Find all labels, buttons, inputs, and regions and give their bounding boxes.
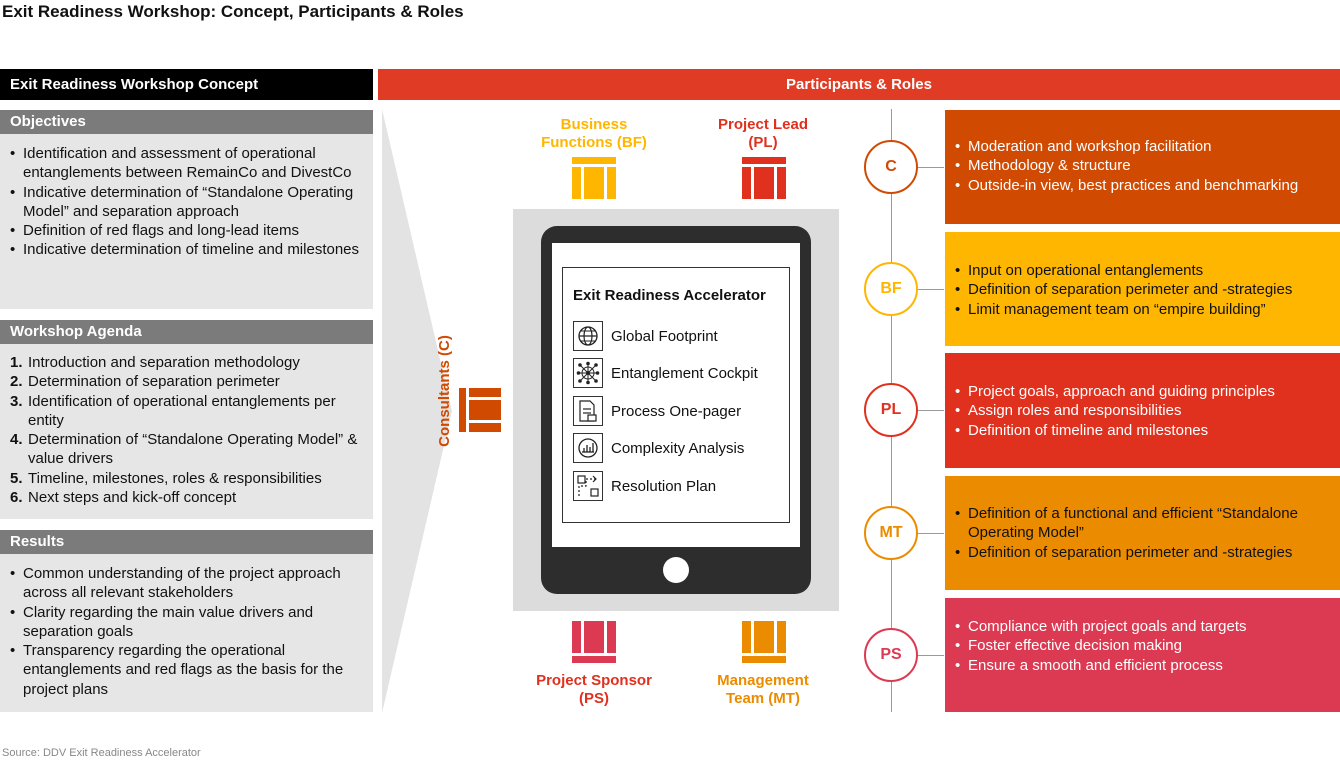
chart-analysis-icon [573,433,603,463]
participant-project-lead: Project Lead (PL) [717,116,809,151]
list-item: Project goals, approach and guiding prin… [955,382,1334,402]
list-item: Identification and assessment of operati… [10,144,363,183]
source-note: Source: DDV Exit Readiness Accelerator [2,747,201,759]
management-team-icon [742,621,786,663]
results-list: Common understanding of the project appr… [0,554,373,699]
project-lead-icon [742,157,786,199]
list-item: Moderation and workshop facilitation [955,137,1334,157]
business-functions-icon [572,157,616,199]
concept-header: Exit Readiness Workshop Concept [0,69,373,100]
item-number: 6. [10,489,23,507]
participant-project-sponsor: Project Sponsor (PS) [536,672,652,707]
list-item: Indicative determination of “Standalone … [10,183,363,222]
item-number: 1. [10,354,23,371]
accelerator-item-global-footprint: Global Footprint [573,321,718,351]
list-item: Definition of red flags and long-lead it… [10,221,363,241]
list-item: 3. Identification of operational entangle… [10,392,363,431]
accelerator-item-process-one-pager: Process One-pager [573,396,741,426]
globe-icon [573,321,603,351]
project-sponsor-icon [572,621,616,663]
accelerator-box [562,267,790,523]
list-item: Definition of separation perimeter and -… [955,543,1334,563]
list-item: Clarity regarding the main value drivers… [10,603,363,642]
item-number: 4. [10,431,23,449]
accelerator-item-label: Resolution Plan [611,477,717,495]
item-number: 2. [10,373,23,391]
objectives-header: Objectives [0,110,373,134]
path-plan-icon [573,471,603,501]
list-item: 1. Introduction and separation methodolog… [10,353,363,372]
agenda-section: 1. Introduction and separation methodolog… [0,344,373,519]
timeline-connector [918,533,944,534]
list-item: Indicative determination of timeline and… [10,240,363,260]
role-node-ps: PS [864,628,918,682]
accelerator-item-entanglement-cockpit: Entanglement Cockpit [573,358,758,388]
list-item: 5. Timeline, milestones, roles & responsi… [10,469,363,488]
role-box-mt: Definition of a functional and efficient… [945,476,1340,590]
item-text: Determination of “Standalone Operating M… [28,431,358,468]
timeline-connector [918,410,944,411]
list-item: 4. Determination of “Standalone Operating… [10,430,363,469]
item-text: Identification of operational entangleme… [28,392,336,429]
timeline-connector [918,289,944,290]
role-node-c: C [864,140,918,194]
role-box-bf: Input on operational entanglements Defin… [945,232,1340,346]
list-item: Input on operational entanglements [955,261,1334,281]
agenda-list: 1. Introduction and separation methodolog… [0,344,373,507]
accelerator-item-complexity-analysis: Complexity Analysis [573,433,744,463]
list-item: Assign roles and responsibilities [955,401,1334,421]
chevron-arrow-shape [382,109,452,713]
list-item: Foster effective decision making [955,636,1334,656]
list-item: Common understanding of the project appr… [10,564,363,603]
item-text: Determination of separation perimeter [28,373,280,391]
accelerator-item-label: Global Footprint [611,327,718,345]
list-item: Transparency regarding the operational e… [10,641,363,699]
participant-consultants: Consultants (C) [436,335,453,447]
list-item: Compliance with project goals and target… [955,617,1334,637]
list-item: Limit management team on “empire buildin… [955,300,1334,320]
objectives-list: Identification and assessment of operati… [0,134,373,260]
timeline-connector [918,655,944,656]
objectives-section: Identification and assessment of operati… [0,134,373,309]
results-header: Results [0,530,373,554]
role-box-pl: Project goals, approach and guiding prin… [945,353,1340,468]
list-item: 2. Determination of separation perimeter [10,372,363,391]
item-number: 5. [10,469,23,487]
list-item: 6. Next steps and kick-off concept [10,488,363,507]
network-icon [573,358,603,388]
accelerator-item-resolution-plan: Resolution Plan [573,471,716,501]
accelerator-item-label: Complexity Analysis [611,439,745,457]
accelerator-item-label: Process One-pager [611,402,742,420]
page-title: Exit Readiness Workshop: Concept, Partic… [2,2,464,21]
item-text: Next steps and kick-off concept [28,489,237,507]
list-item: Outside-in view, best practices and benc… [955,176,1334,196]
accelerator-item-label: Entanglement Cockpit [611,364,758,382]
role-node-pl: PL [864,383,918,437]
participant-management-team: Management Team (MT) [717,672,809,707]
document-process-icon [573,396,603,426]
role-box-c: Moderation and workshop facilitation Met… [945,110,1340,224]
consultants-icon [459,388,501,432]
list-item: Definition of timeline and milestones [955,421,1334,441]
participant-business-functions: Business Functions (BF) [541,116,647,151]
timeline-connector [918,167,944,168]
list-item: Definition of separation perimeter and -… [955,280,1334,300]
participants-header: Participants & Roles [378,69,1340,100]
list-item: Methodology & structure [955,156,1334,176]
item-number: 3. [10,392,23,410]
item-text: Timeline, milestones, roles & responsibi… [28,469,322,487]
item-text: Introduction and separation methodology [28,354,300,371]
tablet-home-button [663,557,689,583]
agenda-header: Workshop Agenda [0,320,373,344]
results-section: Common understanding of the project appr… [0,554,373,712]
role-node-bf: BF [864,262,918,316]
role-box-ps: Compliance with project goals and target… [945,598,1340,712]
accelerator-title: Exit Readiness Accelerator [573,287,766,304]
role-node-mt: MT [864,506,918,560]
list-item: Ensure a smooth and efficient process [955,656,1334,676]
list-item: Definition of a functional and efficient… [955,504,1334,543]
